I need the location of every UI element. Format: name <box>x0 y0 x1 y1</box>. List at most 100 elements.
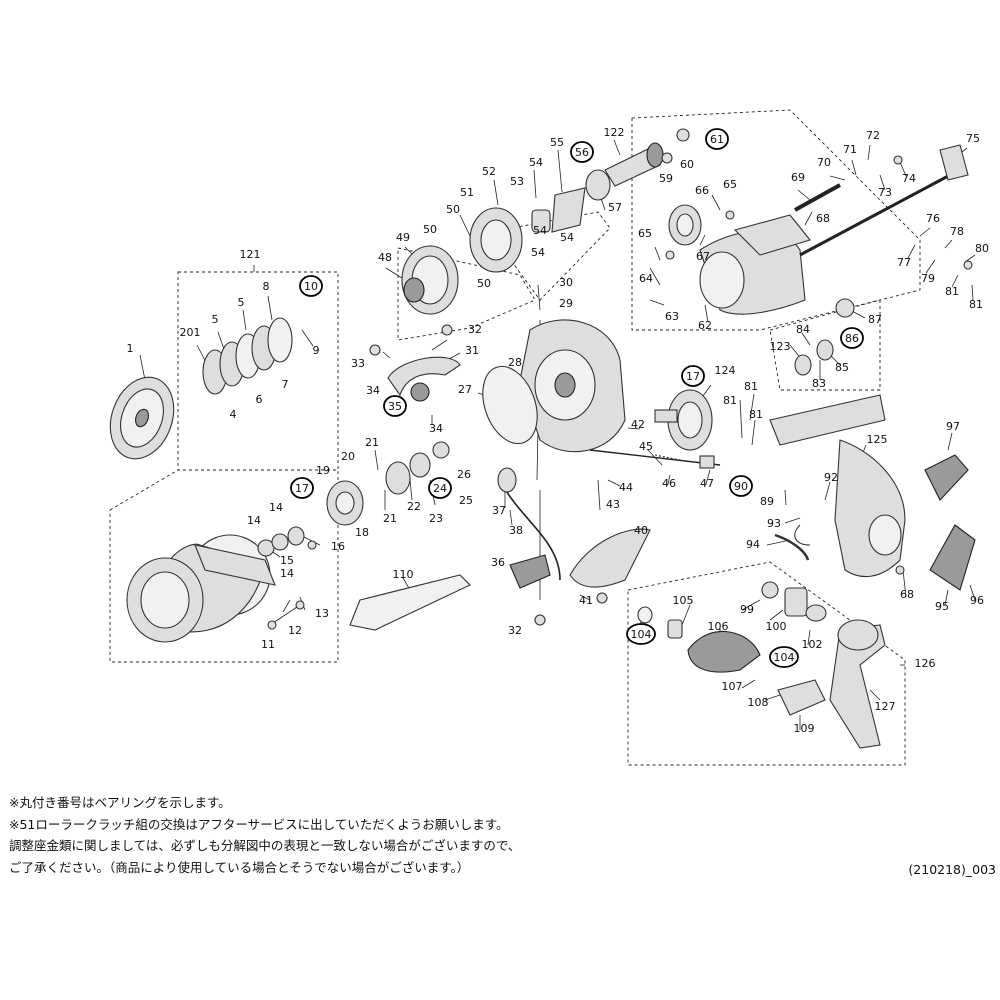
part-number-text: 14 <box>247 514 261 527</box>
part-label-43: 43 <box>606 498 620 511</box>
part-number-text: 32 <box>468 323 482 336</box>
part-label-6: 6 <box>256 393 263 406</box>
part-number-text: 123 <box>770 340 791 353</box>
part-number-text: 81 <box>945 285 959 298</box>
part-label-53: 53 <box>510 175 524 188</box>
part-number-text: 21 <box>383 512 397 525</box>
part-number-text: 63 <box>665 310 679 323</box>
part-number-text: 57 <box>608 201 622 214</box>
part-28-rotor <box>519 319 626 453</box>
part-label-81-2: 81 <box>969 298 983 311</box>
part-number-text: 12 <box>288 624 302 637</box>
part-label-14-3: 14 <box>280 567 294 580</box>
bearing-label-24: 24 <box>428 477 452 499</box>
part-number-text: 65 <box>638 227 652 240</box>
part-number-text: 124 <box>715 364 736 377</box>
part-number-text: 78 <box>950 225 964 238</box>
part-label-89: 89 <box>760 495 774 508</box>
part-label-59: 59 <box>659 172 673 185</box>
part-drag-washers <box>202 317 293 395</box>
part-label-32-2: 32 <box>508 624 522 637</box>
part-110-plate <box>349 574 471 631</box>
part-number-text: 20 <box>341 450 355 463</box>
part-label-60: 60 <box>680 158 694 171</box>
part-label-11: 11 <box>261 638 275 651</box>
part-number-text: 1 <box>127 342 134 355</box>
part-label-81-3: 81 <box>744 380 758 393</box>
part-label-44: 44 <box>619 481 633 494</box>
bearing-label-61: 61 <box>705 128 729 150</box>
part-label-54-3: 54 <box>560 231 574 244</box>
part-label-33: 33 <box>351 357 365 370</box>
group-spool <box>109 469 339 663</box>
part-40-guard <box>569 528 651 588</box>
part-124-main-gear <box>654 389 713 451</box>
part-label-49: 49 <box>396 231 410 244</box>
part-number-text: 89 <box>760 495 774 508</box>
part-number-text: 85 <box>835 361 849 374</box>
bearing-label-17-1: 17 <box>290 477 314 499</box>
part-label-40: 40 <box>634 524 648 537</box>
part-number-text: 109 <box>794 722 815 735</box>
part-label-38: 38 <box>509 524 523 537</box>
part-label-21-1: 21 <box>365 436 379 449</box>
part-number-text: 17 <box>686 370 700 383</box>
part-number-text: 64 <box>639 272 653 285</box>
part-number-text: 80 <box>975 242 989 255</box>
notes-block: ※丸付き番号はベアリングを示します。 ※51ローラークラッチ組の交換はアフターサ… <box>9 792 939 878</box>
part-label-93: 93 <box>767 517 781 530</box>
part-number-text: 122 <box>604 126 625 139</box>
part-label-64: 64 <box>639 272 653 285</box>
part-number-text: 44 <box>619 481 633 494</box>
part-number-text: 100 <box>766 620 787 633</box>
part-number-text: 7 <box>282 378 289 391</box>
part-label-34-1: 34 <box>366 384 380 397</box>
bearing-label-104-1: 104 <box>626 623 656 645</box>
part-label-68-2: 68 <box>900 588 914 601</box>
group-stopper <box>769 299 881 391</box>
part-pinion-bits <box>531 169 611 233</box>
part-number-text: 15 <box>280 554 294 567</box>
part-label-109: 109 <box>794 722 815 735</box>
part-number-text: 67 <box>696 250 710 263</box>
part-number-text: 5 <box>212 313 219 326</box>
part-number-text: 94 <box>746 538 760 551</box>
part-label-96: 96 <box>970 594 984 607</box>
part-number-text: 45 <box>639 440 653 453</box>
part-label-55: 55 <box>550 136 564 149</box>
part-label-28: 28 <box>508 356 522 369</box>
part-number-text: 81 <box>969 298 983 311</box>
part-label-122: 122 <box>604 126 625 139</box>
part-number-text: 102 <box>802 638 823 651</box>
part-number-text: 127 <box>875 700 896 713</box>
part-62-body <box>699 214 811 315</box>
part-label-201: 201 <box>180 326 201 339</box>
part-number-text: 121 <box>240 248 261 261</box>
part-number-text: 21 <box>365 436 379 449</box>
part-label-5-2: 5 <box>238 296 245 309</box>
part-number-text: 76 <box>926 212 940 225</box>
part-label-72: 72 <box>866 129 880 142</box>
part-label-42: 42 <box>631 418 645 431</box>
note-shim-washers-continued: ご了承ください。（商品により使用している場合とそうでない場合がございます。） <box>9 859 470 875</box>
part-number-text: 59 <box>659 172 673 185</box>
part-number-text: 55 <box>550 136 564 149</box>
part-label-20: 20 <box>341 450 355 463</box>
part-number-text: 32 <box>508 624 522 637</box>
part-number-text: 24 <box>433 482 447 495</box>
part-label-87: 87 <box>868 313 882 326</box>
part-number-text: 69 <box>791 171 805 184</box>
part-label-65-2: 65 <box>638 227 652 240</box>
part-number-text: 13 <box>315 607 329 620</box>
part-handle-assembly <box>637 581 886 749</box>
part-95-97-caps <box>924 454 976 591</box>
part-number-text: 68 <box>816 212 830 225</box>
part-number-text: 26 <box>457 468 471 481</box>
part-number-text: 54 <box>531 246 545 259</box>
part-number-text: 50 <box>423 223 437 236</box>
part-number-text: 33 <box>351 357 365 370</box>
document-code: (210218)_003 <box>908 862 996 877</box>
part-1-drag-knob <box>109 376 175 460</box>
part-number-labels: 1455678910111213141414151617171819202121… <box>127 126 990 735</box>
part-oscillation-gears <box>326 441 450 526</box>
